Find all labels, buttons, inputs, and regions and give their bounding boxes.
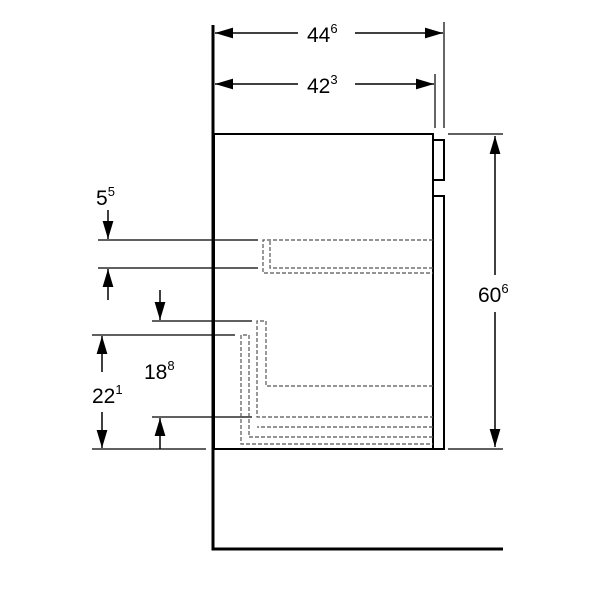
label-shelf-gap: 55 [96,184,115,210]
label-drawer-offset: 221 [92,382,123,408]
drawer-inner-hidden-outline [256,320,433,428]
drawer-outer-hidden-outline [240,334,433,445]
label-overall-depth: 446 [307,21,338,47]
cabinet-front-panel [432,195,445,450]
cabinet-top-tab [432,139,445,181]
shelf-hidden-outline [262,239,433,274]
wall-line [211,25,503,551]
label-cabinet-depth: 423 [307,72,338,98]
cabinet-body [213,133,434,450]
label-height: 606 [478,281,509,307]
label-drawer-height: 188 [144,358,175,384]
